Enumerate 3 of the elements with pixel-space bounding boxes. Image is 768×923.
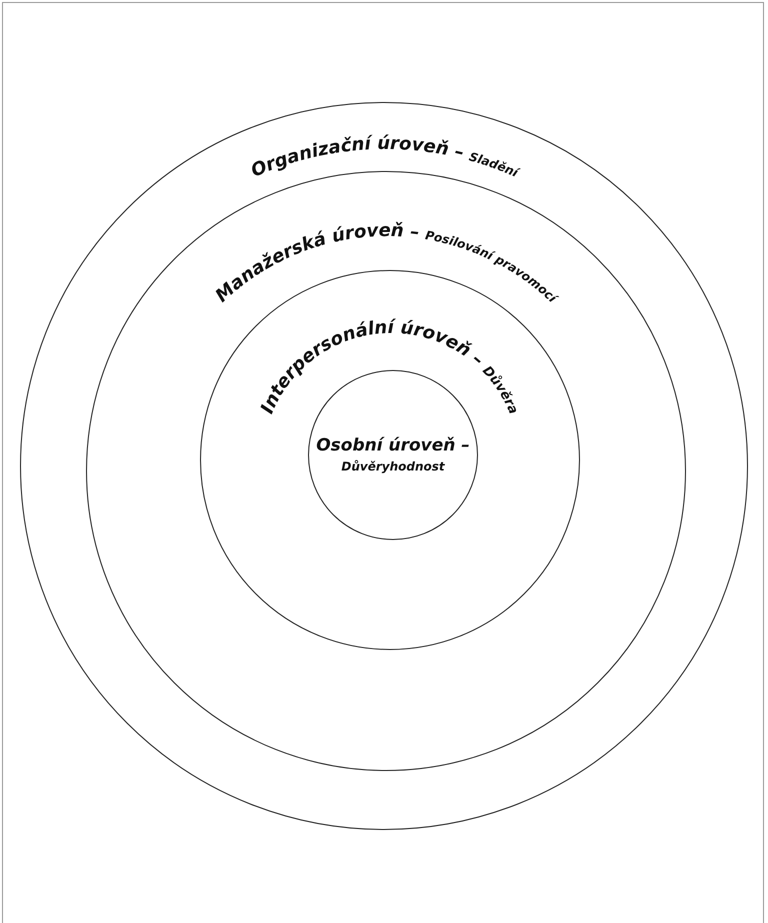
- level-circle: [20, 102, 748, 830]
- level-value: Důvěryhodnost: [341, 460, 445, 474]
- level-heading: Osobní úroveň –: [316, 436, 470, 456]
